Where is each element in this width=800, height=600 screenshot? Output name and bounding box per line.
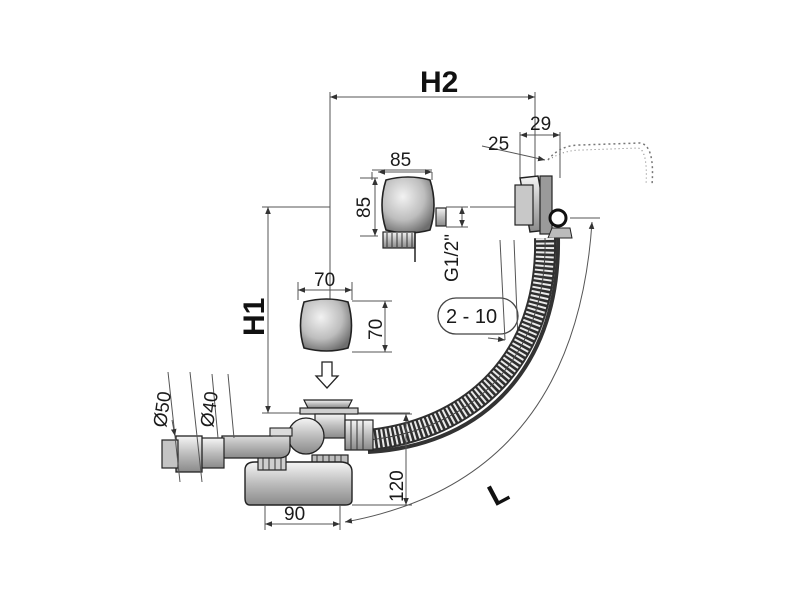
overflow-knob: 85 85 G1/2" — [354, 150, 468, 282]
dim-120: 120 — [352, 413, 412, 506]
dim-85-width-label: 85 — [390, 150, 411, 171]
h2-dimension: H2 — [329, 66, 536, 300]
dim-120-label: 120 — [387, 470, 408, 502]
overflow-plate — [470, 175, 600, 239]
dim-29-label: 29 — [530, 114, 551, 135]
dim-70-height-label: 70 — [366, 319, 387, 340]
outlet-diameters: Ø50 Ø40 — [150, 371, 235, 483]
dim-70-width-label: 70 — [314, 270, 335, 291]
h1-label: H1 — [238, 298, 271, 336]
flexible-hose — [366, 237, 561, 454]
h2-label: H2 — [420, 66, 458, 99]
dim-85-height-label: 85 — [354, 197, 375, 218]
dia40-label: Ø40 — [197, 390, 223, 428]
dim-90-label: 90 — [284, 504, 305, 525]
dia50-label: Ø50 — [150, 390, 176, 428]
thread-label: G1/2" — [442, 234, 463, 282]
dim-90: 90 — [264, 504, 341, 530]
l-label: L — [483, 475, 515, 513]
drain-body — [161, 399, 410, 506]
drain-knob: 70 70 — [297, 270, 392, 389]
dim-25-label: 25 — [488, 134, 509, 155]
overflow-offset-dimensions: 29 25 — [481, 114, 654, 186]
range-label: 2 - 10 — [446, 306, 497, 328]
